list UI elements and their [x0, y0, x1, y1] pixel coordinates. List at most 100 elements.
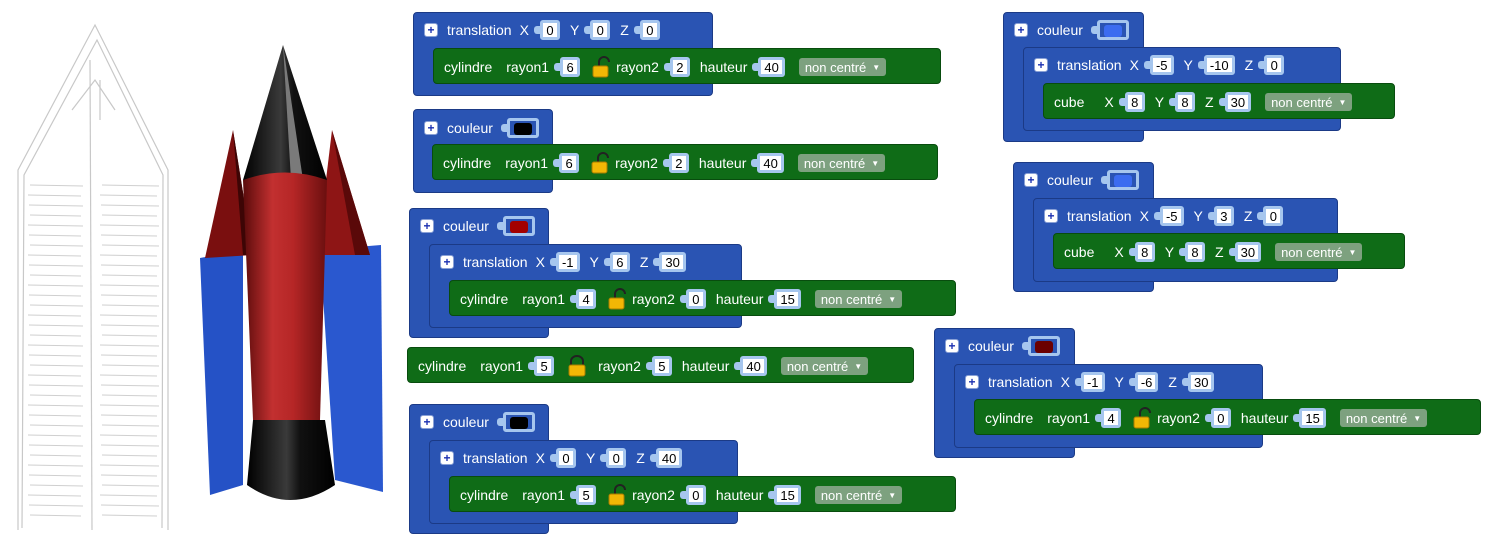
- z-input[interactable]: 40: [649, 448, 683, 468]
- expand-plus-icon[interactable]: +: [1014, 23, 1028, 37]
- expand-plus-icon[interactable]: +: [965, 375, 979, 389]
- centre-dropdown[interactable]: non centré▼: [797, 154, 886, 172]
- lock-open-icon[interactable]: [592, 56, 614, 78]
- rayon1-input[interactable]: 4: [570, 289, 597, 309]
- expand-plus-icon[interactable]: +: [420, 219, 434, 233]
- block-label: translation: [463, 450, 528, 466]
- rayon2-input[interactable]: 5: [645, 356, 672, 376]
- centre-dropdown[interactable]: non centré▼: [1265, 93, 1353, 111]
- block-label: couleur: [968, 338, 1014, 354]
- block-label: translation: [463, 254, 528, 270]
- block-label: couleur: [443, 218, 489, 234]
- color-swatch[interactable]: [496, 412, 535, 432]
- hauteur-input[interactable]: 15: [768, 485, 801, 505]
- block-label: cube: [1054, 94, 1085, 110]
- rocket-3d-render: [200, 45, 383, 500]
- hauteur-input[interactable]: 15: [768, 289, 801, 309]
- x-input[interactable]: 0: [533, 20, 560, 40]
- centre-dropdown[interactable]: non centré▼: [814, 486, 903, 504]
- rayon2-input[interactable]: 2: [663, 57, 690, 77]
- z-input[interactable]: 0: [1257, 206, 1284, 226]
- block-label: cylindre: [443, 155, 492, 171]
- lock-open-icon[interactable]: [608, 484, 630, 506]
- block-label: translation: [1067, 208, 1132, 224]
- z-input[interactable]: 0: [633, 20, 660, 40]
- centre-dropdown[interactable]: non centré▼: [780, 357, 869, 375]
- x-input[interactable]: 0: [549, 448, 576, 468]
- x-input[interactable]: -1: [550, 252, 580, 272]
- lock-open-icon[interactable]: [608, 288, 630, 310]
- expand-plus-icon[interactable]: +: [440, 255, 454, 269]
- hauteur-input[interactable]: 15: [1293, 408, 1326, 428]
- expand-plus-icon[interactable]: +: [1044, 209, 1058, 223]
- x-input[interactable]: -5: [1144, 55, 1174, 75]
- hauteur-input[interactable]: 40: [751, 153, 784, 173]
- color-swatch[interactable]: [1021, 336, 1060, 356]
- lock-closed-icon[interactable]: [566, 355, 588, 377]
- rayon1-input[interactable]: 6: [553, 153, 580, 173]
- z-input[interactable]: 30: [1181, 372, 1215, 392]
- color-swatch[interactable]: [1090, 20, 1129, 40]
- expand-plus-icon[interactable]: +: [440, 451, 454, 465]
- expand-plus-icon[interactable]: +: [424, 23, 438, 37]
- centre-dropdown[interactable]: non centré▼: [1275, 243, 1363, 261]
- block-label: couleur: [443, 414, 489, 430]
- y-input[interactable]: 0: [600, 448, 627, 468]
- expand-plus-icon[interactable]: +: [420, 415, 434, 429]
- expand-plus-icon[interactable]: +: [424, 121, 438, 135]
- y-input[interactable]: 8: [1179, 242, 1206, 262]
- y-input[interactable]: 6: [603, 252, 630, 272]
- y-input[interactable]: 3: [1207, 206, 1234, 226]
- expand-plus-icon[interactable]: +: [945, 339, 959, 353]
- rayon1-input[interactable]: 6: [554, 57, 581, 77]
- block-label: cylindre: [460, 291, 509, 307]
- block-label: translation: [1057, 57, 1122, 73]
- x-input[interactable]: 8: [1128, 242, 1155, 262]
- y-input[interactable]: -10: [1197, 55, 1235, 75]
- color-swatch[interactable]: [1100, 170, 1139, 190]
- block-label: cylindre: [985, 410, 1034, 426]
- centre-dropdown[interactable]: non centré▼: [798, 58, 887, 76]
- block-label: couleur: [1037, 22, 1083, 38]
- color-swatch[interactable]: [496, 216, 535, 236]
- expand-plus-icon[interactable]: +: [1024, 173, 1038, 187]
- z-input[interactable]: 0: [1258, 55, 1285, 75]
- rayon2-input[interactable]: 0: [679, 289, 706, 309]
- block-label: translation: [988, 374, 1053, 390]
- rayon1-input[interactable]: 5: [570, 485, 597, 505]
- y-input[interactable]: 0: [584, 20, 611, 40]
- rayon2-input[interactable]: 0: [1204, 408, 1231, 428]
- x-input[interactable]: -5: [1154, 206, 1184, 226]
- y-input[interactable]: -6: [1128, 372, 1159, 392]
- z-input[interactable]: 30: [1218, 92, 1252, 112]
- hauteur-input[interactable]: 40: [734, 356, 767, 376]
- rayon1-input[interactable]: 4: [1095, 408, 1122, 428]
- centre-dropdown[interactable]: non centré▼: [1339, 409, 1428, 427]
- hauteur-input[interactable]: 40: [752, 57, 785, 77]
- rayon2-input[interactable]: 2: [662, 153, 689, 173]
- block-label: translation: [447, 22, 512, 38]
- lock-open-icon[interactable]: [591, 152, 613, 174]
- rocket-sketch-image: [17, 23, 169, 531]
- y-input[interactable]: 8: [1169, 92, 1196, 112]
- z-input[interactable]: 30: [653, 252, 686, 272]
- block-label: couleur: [447, 120, 493, 136]
- x-input[interactable]: -1: [1075, 372, 1105, 392]
- block-label: cylindre: [418, 358, 467, 374]
- rayon2-input[interactable]: 0: [679, 485, 706, 505]
- expand-plus-icon[interactable]: +: [1034, 58, 1048, 72]
- centre-dropdown[interactable]: non centré▼: [814, 290, 903, 308]
- lock-open-icon[interactable]: [1133, 407, 1155, 429]
- z-input[interactable]: 30: [1228, 242, 1262, 262]
- color-swatch[interactable]: [500, 118, 539, 138]
- rayon1-input[interactable]: 5: [528, 356, 555, 376]
- x-input[interactable]: 8: [1118, 92, 1145, 112]
